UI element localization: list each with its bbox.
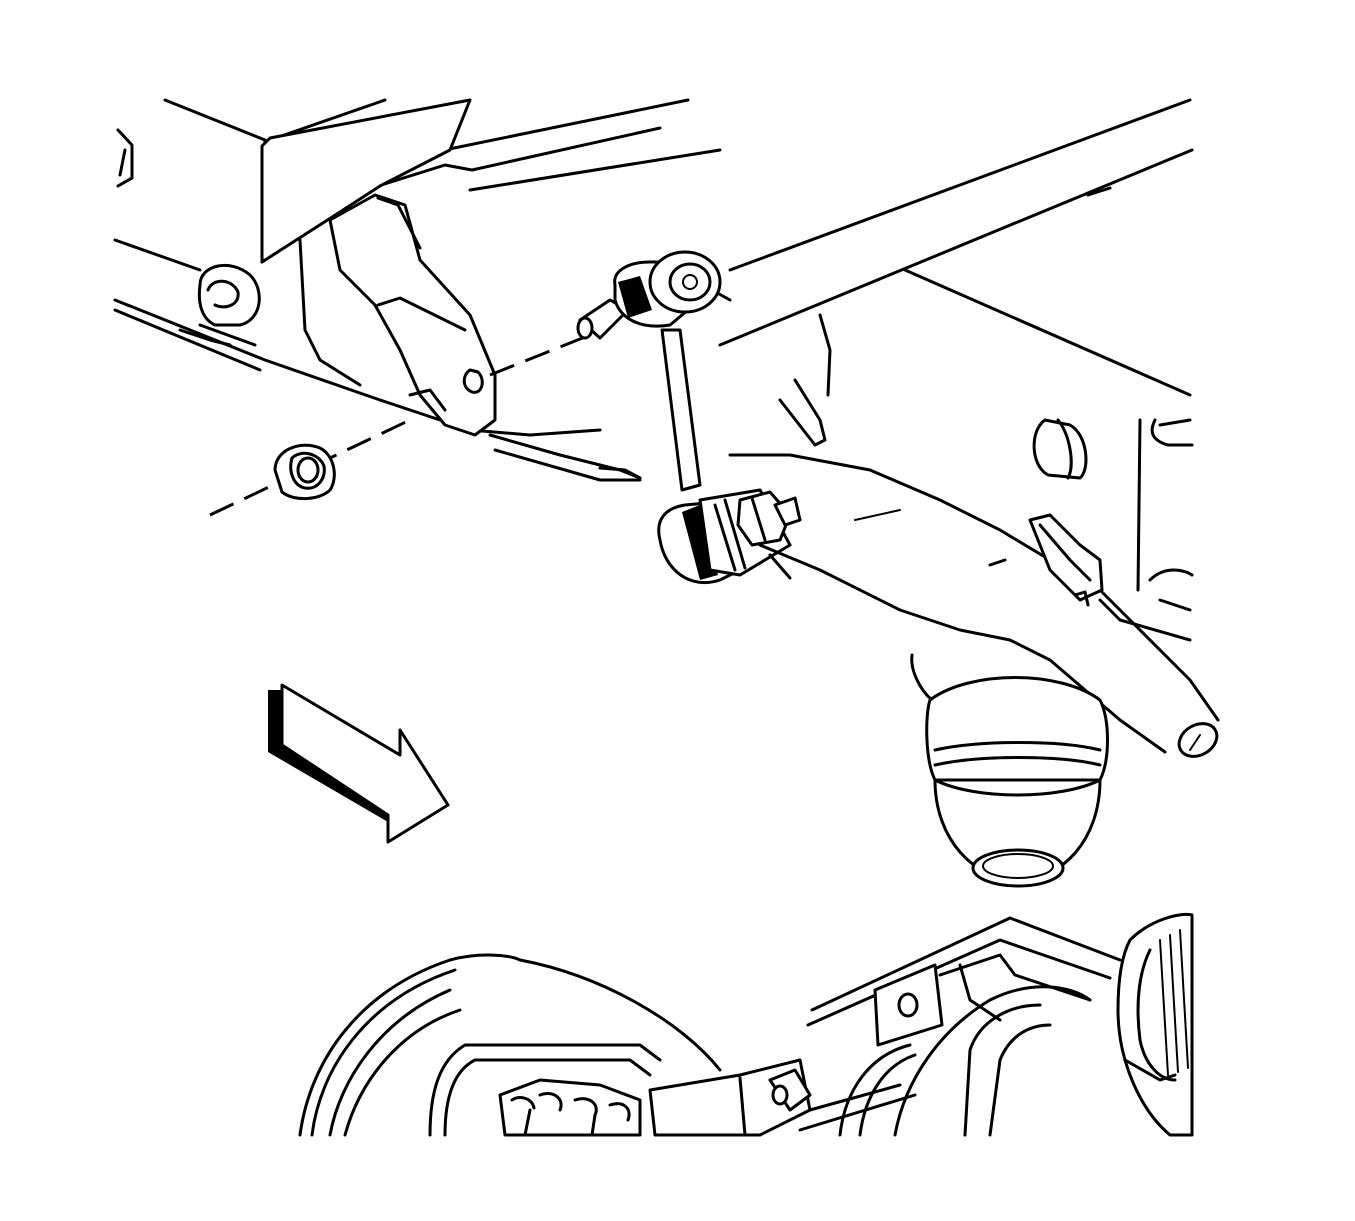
axle-housing [648, 912, 1194, 1137]
brake-drum [298, 953, 722, 1137]
stabilizer-link [576, 250, 802, 585]
jounce-bumper [910, 653, 1109, 888]
bushing-bracket [988, 513, 1194, 642]
alignment-lines [209, 333, 591, 517]
link-nut [273, 443, 336, 500]
stabilizer-bar [728, 453, 1220, 758]
vehicle-frame-rail [113, 98, 1194, 592]
direction-arrow [268, 683, 450, 844]
